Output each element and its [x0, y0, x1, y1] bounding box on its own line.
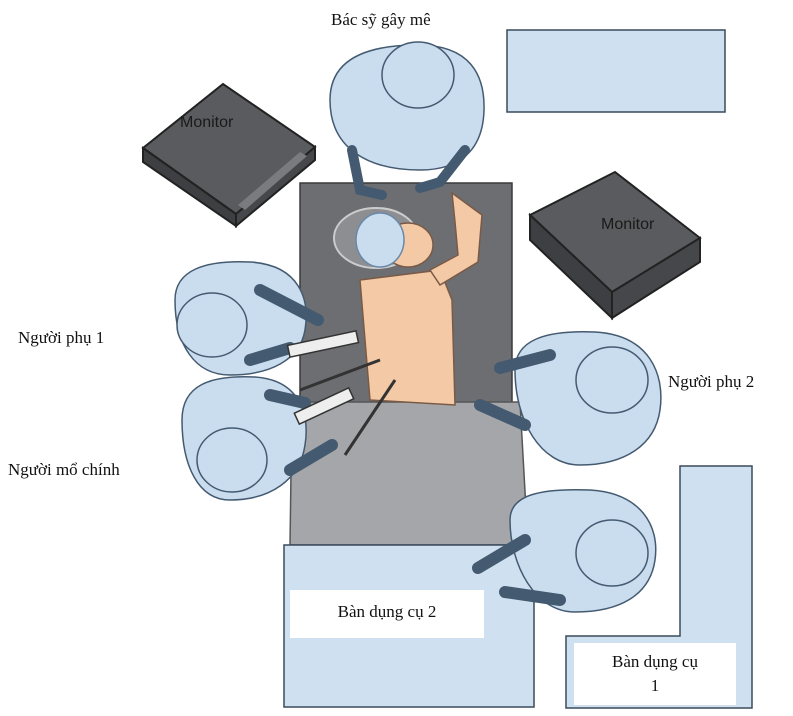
monitor-right	[530, 172, 700, 318]
assistant-2-label: Người phụ 2	[668, 372, 754, 392]
anesthetist	[330, 42, 484, 195]
assistant-1	[175, 262, 318, 375]
instrument-table-1-label-line2: 1	[574, 676, 736, 696]
instrument-table-1-label-line1: Bàn dụng cụ	[574, 652, 736, 672]
side-table-top-right	[507, 30, 725, 112]
monitor-left	[143, 84, 315, 226]
assistant-1-label: Người phụ 1	[18, 328, 104, 348]
main-surgeon-label: Người mổ chính	[8, 460, 120, 480]
monitor-left-label: Monitor	[180, 114, 234, 131]
anesthetist-label: Bác sỹ gây mê	[331, 10, 431, 30]
operating-table-lower	[290, 402, 528, 545]
instrument-table-2-label: Bàn dụng cụ 2	[290, 602, 484, 622]
monitor-right-label: Monitor	[601, 216, 655, 233]
